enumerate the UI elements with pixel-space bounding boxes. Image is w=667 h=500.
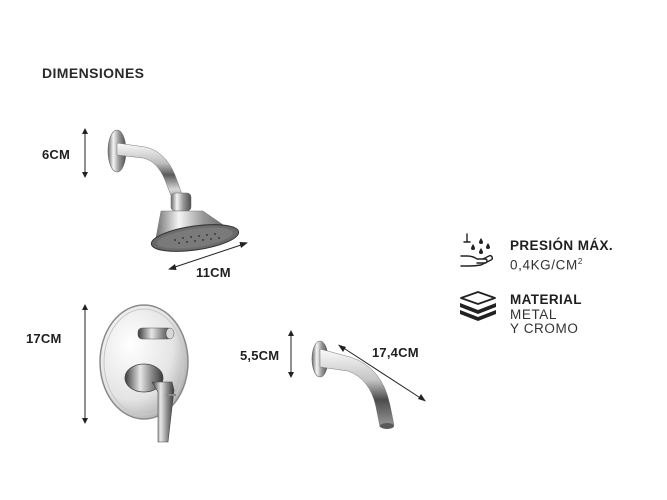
shower-head-diameter-arrow [168,242,248,270]
stacked-sheets-icon [460,291,496,321]
section-title: DIMENSIONES [42,65,145,81]
spout-image [311,340,395,429]
spout-height-label: 5,5CM [240,348,280,363]
material-title: MATERIAL [510,292,582,307]
valve-plate-image [99,304,189,443]
shower-head-image [107,129,240,252]
spout-length-arrow [338,344,426,402]
valve-plate-height-arrow [82,304,88,424]
spout-height-arrow [288,330,294,378]
material-value-line2: Y CROMO [510,321,579,336]
spout-length-label: 17,4CM [372,345,419,360]
shower-arm-height-arrow [82,128,88,178]
hand-water-drops-icon [460,233,494,267]
material-value-line1: METAL [510,307,558,322]
pressure-value: 0,4KG/CM2 [510,257,583,273]
shower-arm-height-label: 6CM [42,147,71,162]
shower-head-diameter-label: 11CM [196,265,231,280]
pressure-title: PRESIÓN MÁX. [510,238,614,253]
valve-plate-height-label: 17CM [26,331,62,346]
